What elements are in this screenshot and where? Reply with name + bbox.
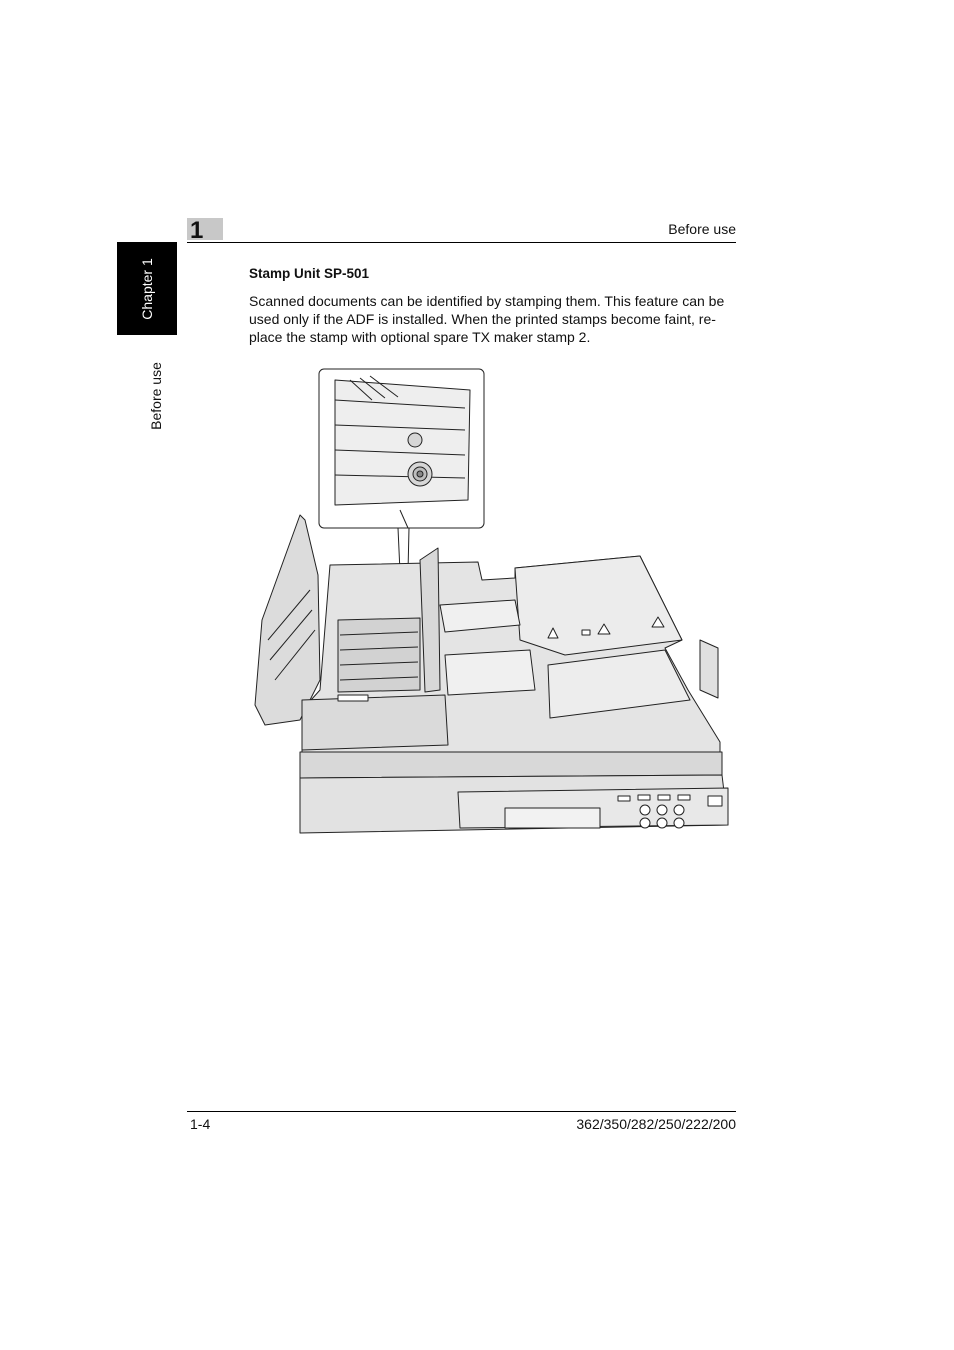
header-divider bbox=[187, 242, 736, 243]
page-number: 1-4 bbox=[190, 1116, 211, 1132]
footer-divider bbox=[187, 1111, 736, 1112]
stamp-unit-illustration bbox=[254, 368, 729, 834]
paragraph-line: place the stamp with optional spare TX m… bbox=[249, 329, 591, 345]
chapter-number: 1 bbox=[190, 217, 204, 244]
header-title: Before use bbox=[668, 221, 736, 237]
scanner-body bbox=[299, 751, 723, 779]
stamp-detail-callout bbox=[318, 368, 485, 529]
model-numbers: 362/350/282/250/222/200 bbox=[576, 1116, 736, 1132]
body-paragraph: Scanned documents can be identified by s… bbox=[249, 292, 737, 346]
paragraph-line: used only if the ADF is installed. When … bbox=[249, 311, 716, 327]
chapter-tab-label: Chapter 1 bbox=[139, 258, 155, 320]
chapter-number-box bbox=[187, 218, 223, 240]
section-title: Stamp Unit SP-501 bbox=[249, 266, 370, 281]
paragraph-line: Scanned documents can be identified by s… bbox=[249, 293, 725, 309]
chapter-side-tab: Chapter 1 bbox=[117, 242, 177, 335]
section-side-label: Before use bbox=[148, 362, 164, 430]
adf-lid bbox=[254, 514, 321, 726]
